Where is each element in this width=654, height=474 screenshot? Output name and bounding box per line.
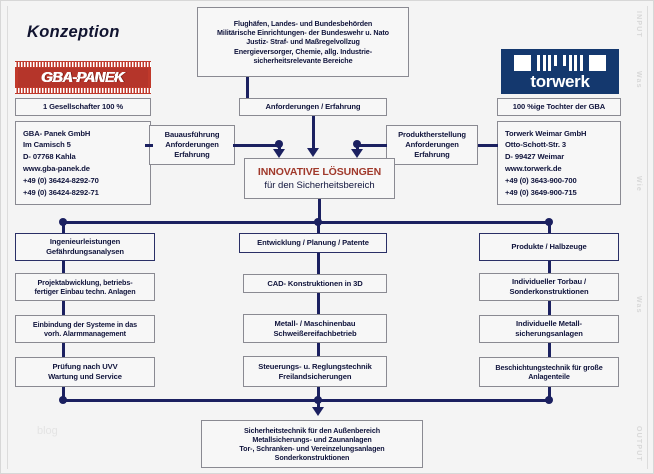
connector-right-col-drop [548,221,551,233]
edge-label-input: INPUT [635,11,642,38]
solution-title: INNOVATIVE LÖSUNGEN [257,166,382,178]
connector-gba-to-role [145,144,153,147]
logo-band [18,68,148,87]
distribution-bar [63,221,549,224]
connector-left-to-collector [62,387,65,400]
gba-shareholder-box: 1 Gesellschafter 100 % [15,98,151,116]
connector-center-2-3 [317,293,320,314]
connector-left-down [278,144,281,152]
gba-address-box: GBA- Panek GmbH Im Camisch 5 D- 07768 Ka… [15,121,151,205]
connector-role-to-hub-left [233,144,281,147]
center-column-box-4: Steuerungs- u. Reglungstechnik Freilands… [243,356,387,387]
page-title: Konzeption [27,23,120,41]
connector-center-to-collector [317,387,320,400]
connector-center-3-4 [317,343,320,356]
solution-subtitle: für den Sicherheitsbereich [264,180,375,191]
torwerk-role-box: Produktherstellung Anforderungen Erfahru… [386,125,478,165]
connector-center-col-drop [317,221,320,233]
gba-role-box: Bauausführung Anforderungen Erfahrung [149,125,235,165]
edge-label-mid-1: Was [635,71,642,89]
torwerk-logo: torwerk [501,49,619,94]
arrow-into-bottom-box [311,407,324,416]
connector-role-to-hub-right [357,144,387,147]
left-column-box-4: Prüfung nach UVV Wartung und Service [15,357,155,387]
torwerk-shareholder-box: 100 %ige Tochter der GBA [497,98,621,116]
watermark: blog [37,425,58,437]
edge-label-output: OUTPUT [635,426,642,462]
outdoor-security-box: Sicherheitstechnik für den Außenbereich … [201,420,423,468]
logo-hatch-bottom [15,88,151,93]
arrow-left-into-solution [272,149,285,158]
edge-label-mid-2: Wie [635,176,642,192]
edge-label-mid-3: Was [635,296,642,314]
innovative-solutions-box: INNOVATIVE LÖSUNGEN für den Sicherheitsb… [244,158,395,199]
right-column-box-4: Beschichtungstechnik für große Anlagente… [479,357,619,387]
connector-torwerk-to-role [478,144,498,147]
left-column-box-1: Ingenieurleistungen Gefährdungsanalysen [15,233,155,261]
left-column-box-3: Einbindung der Systeme in das vorh. Alar… [15,315,155,343]
connector-right-3-4 [548,343,551,357]
gate-icon [514,53,606,71]
connector-top-vertical [246,77,249,98]
torwerk-address-box: Torwerk Weimar GmbH Otto-Schott-Str. 3 D… [497,121,621,205]
center-column-box-1: Entwicklung / Planung / Patente [239,233,387,253]
logo-hatch-top [15,62,151,67]
connector-left-1-2 [62,261,65,273]
center-column-box-3: Metall- / Maschinenbau Schweißereifachbe… [243,314,387,343]
requirements-box: Anforderungen / Erfahrung [239,98,387,116]
collector-dot-right [545,396,553,404]
arrow-center-into-solution [306,148,319,157]
torwerk-logo-text: torwerk [530,72,590,91]
gba-panek-logo: GBA-PANEK [15,61,151,94]
right-column-box-1: Produkte / Halbzeuge [479,233,619,261]
right-column-box-3: Individuelle Metall- sicherungsanlagen [479,315,619,343]
collector-dot-left [59,396,67,404]
connector-collector-down [317,399,320,409]
gba-logo-text: GBA-PANEK [41,69,125,86]
collector-bar [63,399,549,402]
connector-right-to-collector [548,387,551,400]
connector-right-2-3 [548,301,551,315]
right-column-box-2: Individueller Torbau / Sonderkonstruktio… [479,273,619,301]
connector-solution-down [318,199,321,222]
connector-center-1-2 [317,253,320,274]
arrow-right-into-solution [350,149,363,158]
center-column-box-2: CAD- Konstruktionen in 3D [243,274,387,293]
connector-right-1-2 [548,261,551,273]
connector-left-col-drop [62,221,65,233]
connector-right-down [356,144,359,152]
connector-requirements-down [312,116,315,149]
connector-left-3-4 [62,343,65,357]
target-sectors-box: Flughäfen, Landes- und Bundesbehörden Mi… [197,7,409,77]
connector-left-2-3 [62,301,65,315]
left-column-box-2: Projektabwicklung, betriebs- fertiger Ei… [15,273,155,301]
